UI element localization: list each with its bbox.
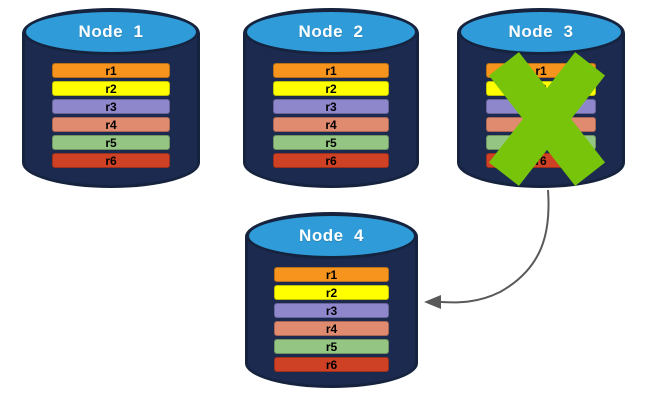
node-3-row-r2-label: r2 bbox=[535, 81, 547, 96]
node-1-row-r1-label: r1 bbox=[105, 63, 117, 78]
node-1-row-r3-label: r3 bbox=[105, 99, 117, 114]
node-1-row-r6[interactable]: r6 bbox=[52, 153, 170, 168]
node-1[interactable]: Node 1 r1 r2 r3 r4 r5 r6 bbox=[22, 8, 200, 188]
node-1-row-r1[interactable]: r1 bbox=[52, 63, 170, 78]
node-3-row-r5[interactable]: r5 bbox=[485, 135, 597, 150]
node-4-row-r6[interactable]: r6 bbox=[274, 357, 389, 372]
node-2-row-r4-label: r4 bbox=[325, 117, 337, 132]
node-2-row-r1-label: r1 bbox=[325, 63, 337, 78]
node-4-row-r3[interactable]: r3 bbox=[274, 303, 389, 318]
node-4-row-r2[interactable]: r2 bbox=[274, 285, 389, 300]
node-3-title: Node 3 bbox=[508, 22, 574, 41]
node-1-row-r4[interactable]: r4 bbox=[52, 117, 170, 132]
node-2-row-r1[interactable]: r1 bbox=[272, 63, 390, 78]
node-3-row-r1-label: r1 bbox=[535, 63, 547, 78]
node-4-row-r6-label: r6 bbox=[325, 357, 338, 372]
node-2-row-r2[interactable]: r2 bbox=[272, 81, 390, 96]
node-3-row-r6-label: r6 bbox=[535, 153, 547, 168]
node-1-rows: r1 r2 r3 r4 r5 r6 bbox=[22, 63, 200, 168]
node-1-row-r5-label: r5 bbox=[105, 135, 117, 150]
node-2-row-r4[interactable]: r4 bbox=[272, 117, 390, 132]
node-3-row-r4[interactable]: r4 bbox=[485, 117, 597, 132]
node-2-row-r5[interactable]: r5 bbox=[272, 135, 390, 150]
node-2-row-r2-label: r2 bbox=[325, 81, 337, 96]
arrow-head-icon bbox=[424, 295, 441, 309]
node-1-row-r6-label: r6 bbox=[105, 153, 117, 168]
node-3-row-r2[interactable]: r2 bbox=[485, 81, 597, 96]
node-3-cylinder-top: Node 3 bbox=[458, 9, 624, 55]
node-2-row-r5-label: r5 bbox=[325, 135, 337, 150]
node-1-cylinder-top: Node 1 bbox=[23, 9, 199, 55]
node-2-row-r6-label: r6 bbox=[325, 153, 337, 168]
node-4-row-r5[interactable]: r5 bbox=[274, 339, 389, 354]
node-2-row-r6[interactable]: r6 bbox=[272, 153, 390, 168]
node-4-row-r5-label: r5 bbox=[325, 339, 338, 354]
node-2-row-r3-label: r3 bbox=[325, 99, 337, 114]
node-1-row-r4-label: r4 bbox=[105, 117, 117, 132]
node-4-cylinder-top: Node 4 bbox=[246, 213, 417, 259]
node-4-row-r2-label: r2 bbox=[325, 285, 338, 300]
node-4-title: Node 4 bbox=[299, 226, 364, 245]
node-4-row-r3-label: r3 bbox=[325, 303, 338, 318]
node-2[interactable]: Node 2 r1 r2 r3 r4 r5 r6 bbox=[243, 8, 419, 188]
node-3-row-r1[interactable]: r1 bbox=[485, 63, 597, 78]
node-1-row-r2-label: r2 bbox=[105, 81, 117, 96]
node-4-row-r1-label: r1 bbox=[325, 267, 338, 282]
node-3-row-r4-label: r4 bbox=[535, 117, 547, 132]
node-4-row-r1[interactable]: r1 bbox=[274, 267, 389, 282]
node-1-row-r2[interactable]: r2 bbox=[52, 81, 170, 96]
node-3-row-r6[interactable]: r6 bbox=[485, 153, 597, 168]
node-4-row-r4[interactable]: r4 bbox=[274, 321, 389, 336]
node-3-row-r3[interactable]: r3 bbox=[485, 99, 597, 114]
node-3-row-r3-label: r3 bbox=[535, 99, 547, 114]
node-2-cylinder-top: Node 2 bbox=[244, 9, 418, 55]
node-4-row-r4-label: r4 bbox=[325, 321, 338, 336]
node-1-title: Node 1 bbox=[78, 22, 144, 41]
node-3-rows: r1 r2 r3 r4 r5 r6 bbox=[457, 63, 625, 168]
node-1-row-r5[interactable]: r5 bbox=[52, 135, 170, 150]
node-1-row-r3[interactable]: r3 bbox=[52, 99, 170, 114]
node-4[interactable]: Node 4 r1 r2 r3 r4 r5 r6 bbox=[245, 212, 418, 388]
node-4-rows: r1 r2 r3 r4 r5 r6 bbox=[245, 267, 418, 372]
node-2-rows: r1 r2 r3 r4 r5 r6 bbox=[243, 63, 419, 168]
node-2-row-r3[interactable]: r3 bbox=[272, 99, 390, 114]
arrow-path bbox=[440, 189, 550, 304]
node-3[interactable]: Node 3 r1 r2 r3 r4 r5 r6 bbox=[457, 8, 625, 188]
node-3-row-r5-label: r5 bbox=[535, 135, 547, 150]
node-2-title: Node 2 bbox=[298, 22, 364, 41]
